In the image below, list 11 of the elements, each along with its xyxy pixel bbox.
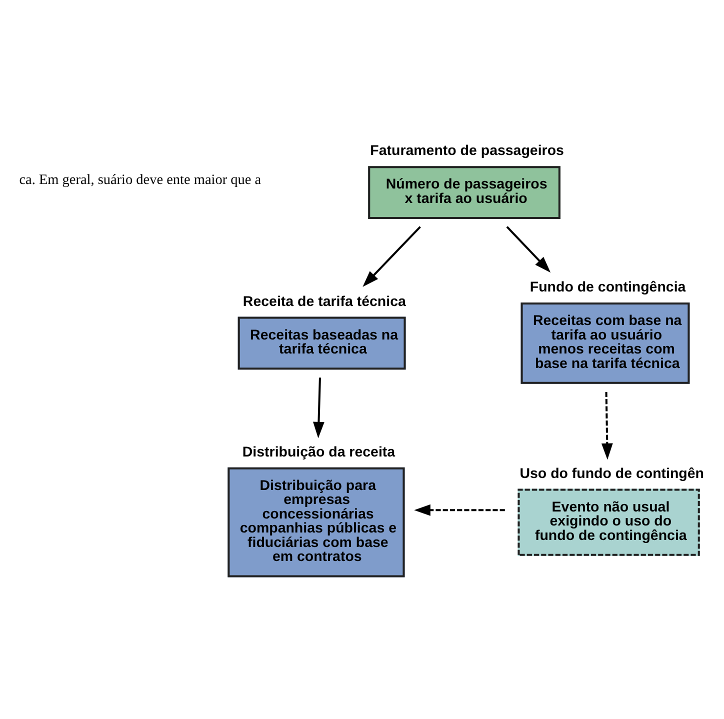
node-label: Distribuição da receita bbox=[242, 444, 396, 460]
arrow bbox=[506, 226, 551, 273]
node-label: Faturamento de passageiros bbox=[370, 143, 564, 160]
node-label: Receita de tarifa técnica bbox=[242, 294, 406, 310]
node-label: Uso do fundo de contingên bbox=[520, 466, 704, 482]
arrow bbox=[601, 392, 613, 460]
label: ca. Em geral, suário deve ente maior que a bbox=[19, 172, 262, 188]
node-label: Fundo de contingência bbox=[530, 280, 686, 296]
arrow bbox=[362, 226, 421, 287]
arrow bbox=[313, 378, 324, 438]
arrow bbox=[414, 504, 505, 516]
